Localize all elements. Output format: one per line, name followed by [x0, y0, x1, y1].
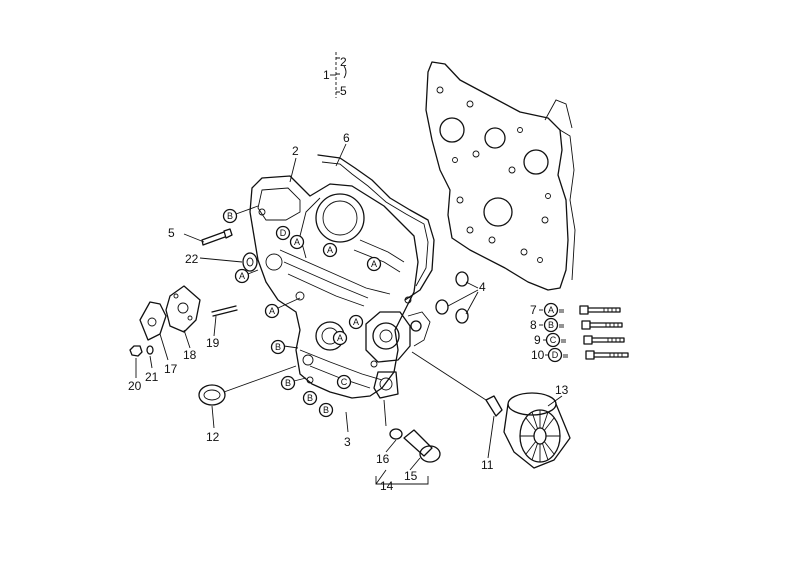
svg-text:B: B: [275, 342, 281, 352]
bolt-marker-a: A: [348, 314, 364, 330]
svg-text:A: A: [337, 333, 343, 343]
callout-16: 16: [376, 452, 390, 466]
callout-19: 19: [206, 336, 220, 350]
svg-text:D: D: [552, 350, 559, 360]
callout-14: 14: [380, 479, 394, 493]
bolt-marker-a: A: [322, 242, 338, 258]
svg-text:A: A: [269, 306, 275, 316]
callout-21: 21: [145, 370, 159, 384]
svg-text:A: A: [353, 317, 359, 327]
bolt-part-5: [201, 228, 233, 246]
gear-case: [249, 175, 419, 399]
callout-18: 18: [183, 348, 197, 362]
svg-text:C: C: [550, 335, 557, 345]
svg-text:A: A: [548, 305, 554, 315]
leader-lines: [135, 143, 563, 485]
legend-row-9: 9 C: [534, 332, 625, 348]
legend-row-8: 8 B: [530, 317, 623, 333]
bolt-legend: 7 A 8 B 9 C 10 D: [530, 302, 629, 363]
oil-pump: [365, 311, 431, 399]
svg-text:B: B: [323, 405, 329, 415]
bolt-marker-b: B: [222, 208, 238, 224]
bolt-marker-a: A: [289, 234, 305, 250]
callout-5: 5: [168, 226, 175, 240]
bolt-marker-b: B: [280, 375, 296, 391]
svg-text:B: B: [548, 320, 554, 330]
callout-11: 11: [481, 458, 494, 472]
svg-text:9: 9: [534, 333, 541, 347]
callout-3: 3: [344, 435, 351, 449]
callout-2: 2: [292, 144, 299, 158]
bolt-marker-a: A: [332, 330, 348, 346]
cover-plate-part-18: [165, 285, 201, 333]
bolt-marker-b: B: [302, 390, 318, 406]
callout-17: 17: [164, 362, 178, 376]
svg-text:A: A: [327, 245, 333, 255]
svg-text:8: 8: [530, 318, 537, 332]
stud-part-19: [211, 305, 238, 317]
oil-filter-part-13: [503, 392, 571, 469]
bolt-marker-a: A: [366, 256, 382, 272]
bolt-marker-c: C: [336, 374, 352, 390]
svg-text:7: 7: [530, 303, 537, 317]
callout-22: 22: [185, 252, 199, 266]
svg-text:B: B: [285, 378, 291, 388]
callout-2-assembly: 2: [340, 55, 347, 69]
svg-text:B: B: [307, 393, 313, 403]
bolt-marker-d: D: [275, 225, 291, 241]
callout-5-assembly: 5: [340, 84, 347, 98]
callout-4: 4: [479, 280, 486, 294]
bolt-markers: B D A A A A A A A B C B B B: [222, 205, 382, 418]
svg-text:A: A: [239, 271, 245, 281]
callout-6: 6: [343, 131, 350, 145]
bolt-marker-b: B: [318, 402, 334, 418]
svg-text:A: A: [371, 259, 377, 269]
nipple-part-11: [411, 351, 503, 417]
sensor-part-17: [139, 301, 167, 341]
oil-seal-part-12: [198, 365, 297, 406]
callout-20: 20: [128, 379, 142, 393]
bolt-marker-a: A: [264, 303, 280, 319]
callout-13: 13: [555, 383, 569, 397]
svg-text:B: B: [227, 211, 233, 221]
nut-part-20: [129, 345, 143, 357]
svg-text:D: D: [280, 228, 287, 238]
svg-text:10: 10: [531, 348, 545, 362]
callout-1: 1: [323, 68, 330, 82]
assembly-bracket: [330, 52, 347, 98]
svg-text:C: C: [341, 377, 348, 387]
o-rings-part-4: [435, 271, 469, 324]
legend-row-7: 7 A: [530, 302, 621, 318]
legend-row-10: 10 D: [531, 347, 629, 363]
gasket: [317, 154, 435, 301]
grommet-part-22: [242, 252, 258, 272]
callout-labels: 1 2 5 2 6 5 22 4 19 18 17 21 20 12 3 16 …: [128, 55, 569, 493]
washer-part-21: [146, 345, 154, 355]
engine-block: [425, 61, 576, 291]
bolt-marker-b: B: [270, 339, 286, 355]
relief-valve-part-15: [383, 399, 441, 463]
callout-12: 12: [206, 430, 220, 444]
bolt-marker-a: A: [234, 268, 250, 284]
svg-text:A: A: [294, 237, 300, 247]
callout-15: 15: [404, 469, 418, 483]
